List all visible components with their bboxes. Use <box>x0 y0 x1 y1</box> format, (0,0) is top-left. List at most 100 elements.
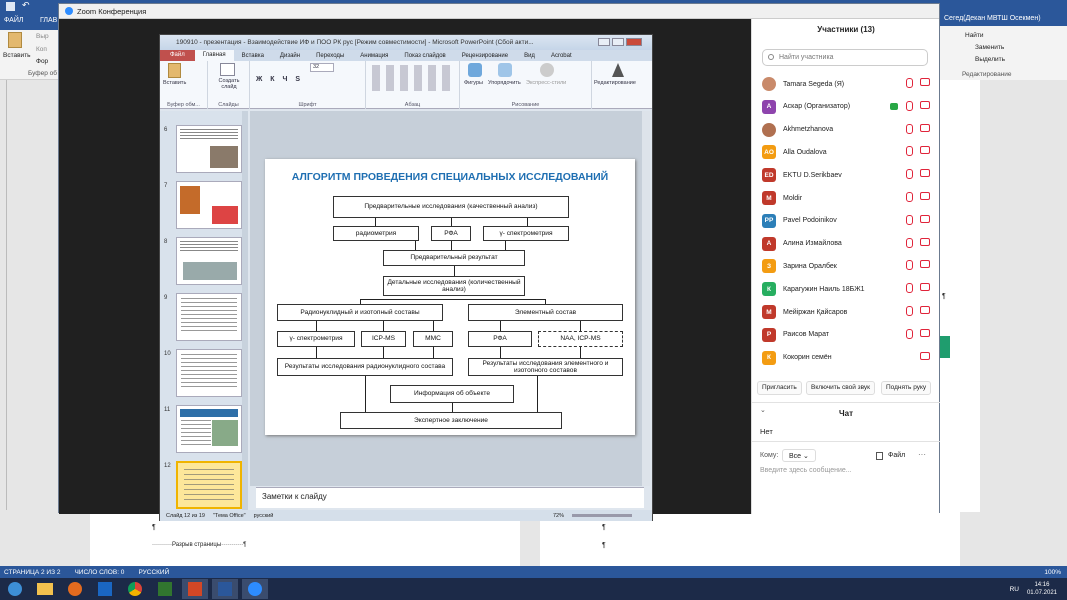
ppt-arrange[interactable]: Упорядочить <box>488 80 521 86</box>
video-off-icon[interactable] <box>920 260 930 269</box>
thumbs-scrollbar[interactable] <box>242 111 248 511</box>
word-format-painter[interactable]: Фор <box>36 58 49 65</box>
collapse-chat-icon[interactable]: ⌄ <box>760 407 766 414</box>
chat-message-input[interactable]: Введите здесь сообщение... <box>760 467 852 474</box>
video-off-icon[interactable] <box>920 192 930 200</box>
taskbar-outlook[interactable] <box>92 579 118 599</box>
ppt-tab-slideshow[interactable]: Показ слайдов <box>404 52 446 59</box>
word-paste-label[interactable]: Вставить <box>3 52 31 59</box>
mic-muted-icon[interactable] <box>906 306 913 316</box>
word-find[interactable]: Найти <box>965 32 984 39</box>
slide-notes[interactable]: Заметки к слайду <box>256 487 644 508</box>
slide-thumbnail[interactable] <box>176 237 242 285</box>
taskbar-word[interactable] <box>212 579 238 599</box>
file-icon[interactable] <box>876 452 883 460</box>
close-button[interactable] <box>626 38 642 46</box>
chat-more-icon[interactable]: ··· <box>918 450 926 459</box>
ppt-tab-design[interactable]: Дизайн <box>279 52 301 59</box>
ppt-paste[interactable]: Вставить <box>163 80 187 86</box>
video-off-icon[interactable] <box>920 123 930 132</box>
status-language[interactable]: РУССКИЙ <box>138 568 170 576</box>
taskbar-powerpoint[interactable] <box>182 579 208 599</box>
paste-icon[interactable] <box>168 63 181 78</box>
ppt-tab-animation[interactable]: Анимация <box>360 52 389 59</box>
slide-thumbnail-active[interactable] <box>176 461 242 509</box>
ppt-tab-file[interactable]: Файл <box>160 50 195 61</box>
status-page[interactable]: СТРАНИЦА 2 ИЗ 2 <box>4 568 61 576</box>
video-off-icon[interactable] <box>920 283 930 292</box>
video-off-icon[interactable] <box>920 214 930 223</box>
slide-scrollbar[interactable] <box>642 111 650 486</box>
slide-thumbnail[interactable] <box>176 181 242 229</box>
ppt-new-slide[interactable]: Создать слайд <box>218 78 240 90</box>
ppt-tab-acrobat[interactable]: Acrobat <box>550 52 572 59</box>
video-off-icon[interactable] <box>920 169 930 178</box>
word-tab-main[interactable]: ГЛАВ <box>40 17 58 24</box>
slide-thumbnail[interactable] <box>176 293 242 341</box>
invite-button[interactable]: Пригласить <box>757 381 802 395</box>
slide-thumbnail[interactable] <box>176 405 242 453</box>
ppt-tab-transitions[interactable]: Переходы <box>316 52 345 59</box>
taskbar-chrome[interactable] <box>122 579 148 599</box>
font-size-box[interactable]: 32 <box>310 63 334 72</box>
tray-language[interactable]: RU <box>1009 585 1019 593</box>
zoom-slider[interactable] <box>572 514 632 517</box>
slide-thumbnail[interactable] <box>176 349 242 397</box>
ppt-editing[interactable]: Редактирование <box>594 80 636 86</box>
word-copy[interactable]: Коп <box>36 46 47 53</box>
mic-muted-icon[interactable] <box>906 169 913 180</box>
raise-hand-button[interactable]: Поднять руку <box>881 381 932 395</box>
participant-search-input[interactable]: Найти участника <box>762 49 928 66</box>
video-off-icon[interactable] <box>920 78 930 86</box>
taskbar-media[interactable] <box>62 579 88 599</box>
mic-muted-icon[interactable] <box>906 283 913 294</box>
mic-muted-icon[interactable] <box>906 328 913 339</box>
ppt-tab-review[interactable]: Рецензирование <box>461 52 509 59</box>
paragraph-buttons[interactable] <box>372 65 452 91</box>
unmute-button[interactable]: Включить свой звук <box>806 381 876 395</box>
status-words[interactable]: ЧИСЛО СЛОВ: 0 <box>74 568 125 576</box>
mic-muted-icon[interactable] <box>906 260 913 271</box>
video-off-icon[interactable] <box>920 237 930 246</box>
mic-muted-icon[interactable] <box>906 237 913 248</box>
mic-muted-icon[interactable] <box>906 78 913 88</box>
ppt-tab-insert[interactable]: Вставка <box>241 52 264 59</box>
undo-icon[interactable]: ↶ <box>22 0 30 10</box>
video-off-icon[interactable] <box>920 328 930 337</box>
chat-recipient-select[interactable]: Все ⌄ <box>782 449 816 462</box>
quick-styles-icon[interactable] <box>540 63 554 77</box>
status-zoom[interactable]: 100% <box>1044 568 1061 576</box>
tray-clock[interactable]: 14:16 01.07.2021 <box>1027 581 1057 597</box>
mic-muted-icon[interactable] <box>906 214 913 225</box>
binoculars-icon[interactable] <box>612 63 624 77</box>
video-off-icon[interactable] <box>920 306 930 314</box>
font-format-buttons[interactable]: Ж К Ч S <box>256 76 304 83</box>
word-cut[interactable]: Выр <box>36 33 49 40</box>
ppt-shapes[interactable]: Фигуры <box>464 80 483 86</box>
taskbar-explorer[interactable] <box>32 579 58 599</box>
participant-row[interactable]: Tamara Segeda (Я) <box>752 73 940 95</box>
minimize-button[interactable] <box>598 38 610 46</box>
maximize-button[interactable] <box>612 38 624 46</box>
word-select[interactable]: Выделить <box>975 56 1005 63</box>
video-off-icon[interactable] <box>920 351 930 360</box>
word-replace[interactable]: Заменить <box>975 44 1005 51</box>
ppt-tab-view[interactable]: Вид <box>524 52 535 59</box>
taskbar-project[interactable] <box>152 579 178 599</box>
current-slide[interactable]: АЛГОРИТМ ПРОВЕДЕНИЯ СПЕЦИАЛЬНЫХ ИССЛЕДОВ… <box>265 159 635 435</box>
arrange-icon[interactable] <box>498 63 512 77</box>
start-button[interactable] <box>2 579 28 599</box>
chat-file-button[interactable]: Файл <box>888 452 906 459</box>
mic-muted-icon[interactable] <box>906 123 913 134</box>
paste-icon[interactable] <box>8 32 22 48</box>
word-tab-file[interactable]: ФАЙЛ <box>4 17 24 24</box>
